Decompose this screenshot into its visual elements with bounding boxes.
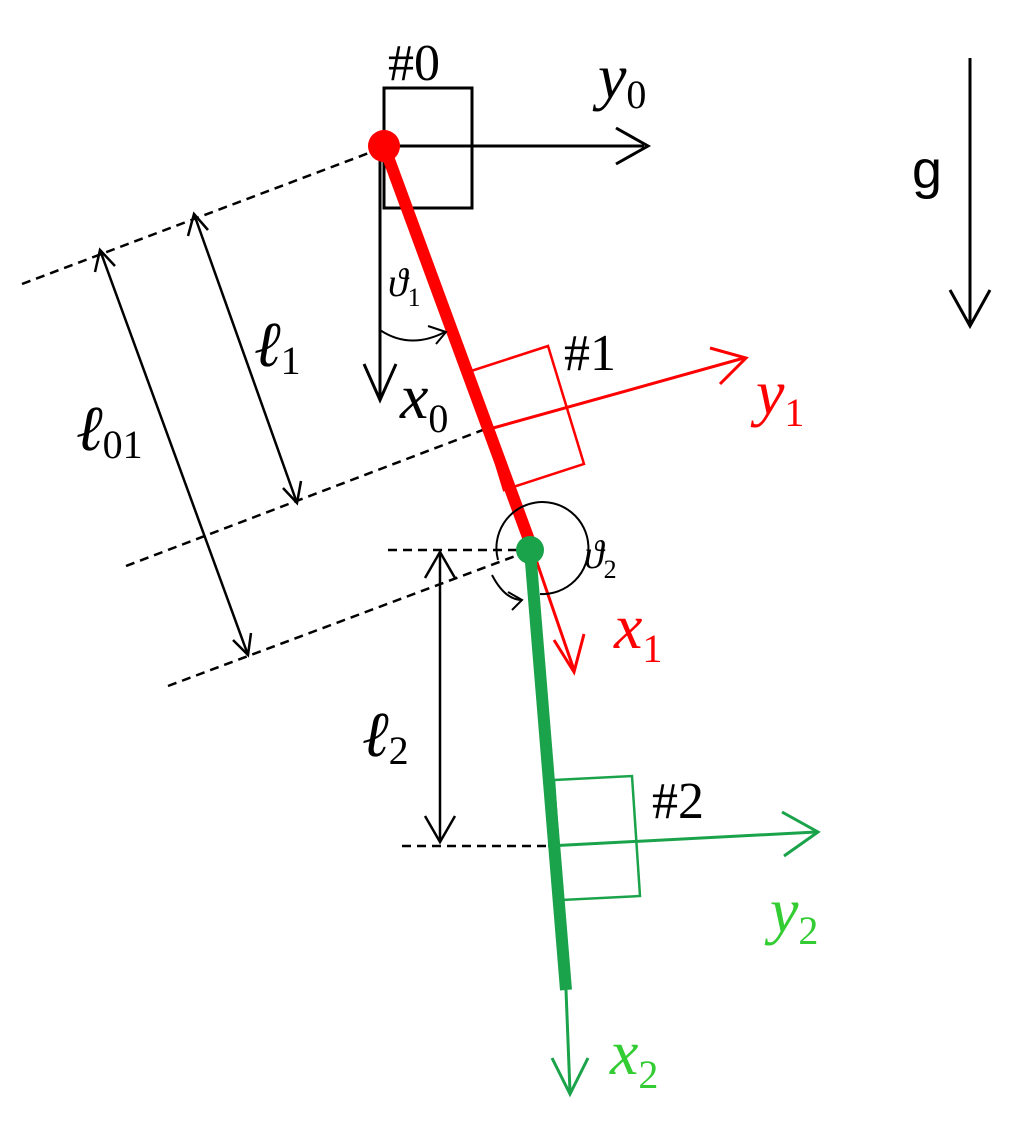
l01-arrowhead-top [93, 247, 116, 273]
theta2-inner-arc [491, 574, 523, 601]
x2-label: x2 [609, 1017, 658, 1097]
elbow-joint-marker [516, 536, 544, 564]
y0-arrowhead [615, 126, 652, 166]
base-joint-marker [368, 130, 400, 162]
body2-label: #2 [652, 773, 704, 830]
l01-label: ℓ01 [76, 393, 143, 467]
gravity-arrowhead [948, 289, 992, 330]
theta1-label: ϑ1 [388, 260, 421, 312]
body0-label: #0 [388, 35, 440, 92]
y1-label: y1 [750, 357, 804, 435]
y0-label: y0 [592, 41, 646, 117]
l1-dimension-arrow [192, 213, 299, 504]
gravity-arrow [948, 58, 992, 330]
l2-arrowhead-bottom [423, 815, 457, 845]
gravity-label: g [912, 140, 942, 200]
body2-box [552, 774, 642, 902]
x0-arrowhead [362, 363, 398, 404]
l1-label: ℓ1 [254, 309, 301, 383]
x1-arrowhead [552, 633, 586, 676]
y1-arrowhead [709, 346, 749, 386]
x1-axis [530, 547, 576, 671]
l1-arrowhead-top [186, 211, 209, 237]
l01-dimension-arrow [98, 249, 250, 656]
x0-label: x0 [399, 361, 448, 441]
y1-axis [485, 356, 745, 432]
dimension-arrows [93, 211, 457, 845]
y2-axis [547, 830, 817, 848]
dashed-line-top [21, 146, 383, 286]
body1-box [466, 344, 586, 492]
body1-label: #1 [564, 325, 616, 382]
theta1-arc [379, 329, 446, 342]
dashed-reference-lines [21, 146, 548, 848]
angle-arcs [379, 325, 590, 611]
y2-arrowhead [781, 810, 821, 858]
l2-arrowhead-top [423, 549, 457, 579]
y2-label: y2 [764, 875, 818, 953]
theta2-label: ϑ2 [584, 532, 617, 584]
l01-arrowhead-bottom [232, 632, 253, 658]
dashed-line-lower [167, 550, 527, 688]
link2-rod [524, 549, 572, 991]
link-1 [368, 130, 749, 676]
x1-label: x1 [613, 591, 662, 671]
theta2-arc-arrowhead [507, 591, 524, 611]
l2-label: ℓ2 [362, 699, 409, 773]
dashed-line-middle [125, 426, 489, 568]
x2-axis [564, 989, 572, 1093]
text-labels: #0 y0 g ϑ1 ℓ1 ℓ01 x0 #1 y1 ϑ2 x1 ℓ2 #2 y… [76, 35, 942, 1097]
l1-arrowhead-bottom [282, 480, 303, 506]
link-2 [516, 536, 821, 1098]
x2-arrowhead [550, 1057, 590, 1098]
link1-rod [378, 143, 538, 551]
theta1-arc-arrowhead [427, 325, 448, 345]
theta2-arc [495, 501, 590, 596]
